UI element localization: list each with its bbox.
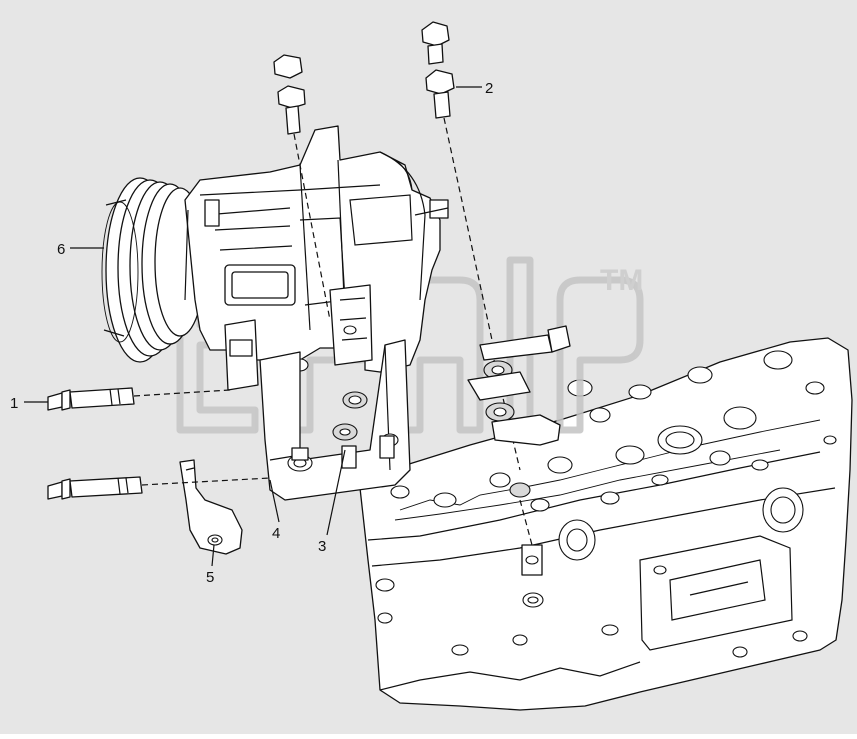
small-bracket: [179, 459, 243, 555]
bolt-top-right-upper: [421, 21, 450, 65]
bolt-lower: [47, 476, 271, 500]
bolt-top-right: [425, 69, 493, 341]
callout-2: 2: [485, 80, 493, 97]
compressor-bracket: [259, 339, 411, 501]
engine-block: [359, 337, 853, 711]
bolt-top-left: [273, 54, 331, 321]
callout-3: 3: [318, 538, 326, 555]
trademark-mark: TM: [600, 264, 643, 297]
callout-1: 1: [10, 395, 18, 412]
compressor-pulley: [101, 177, 206, 363]
bolt-lower-left: [47, 387, 231, 411]
spacers: [332, 360, 561, 576]
ac-compressor: [101, 125, 449, 409]
callout-4: 4: [272, 525, 280, 542]
callout-6: 6: [57, 241, 65, 258]
callout-leaders: [24, 86, 482, 567]
bolt-horizontal-right: [479, 325, 571, 471]
callout-5: 5: [206, 569, 214, 586]
